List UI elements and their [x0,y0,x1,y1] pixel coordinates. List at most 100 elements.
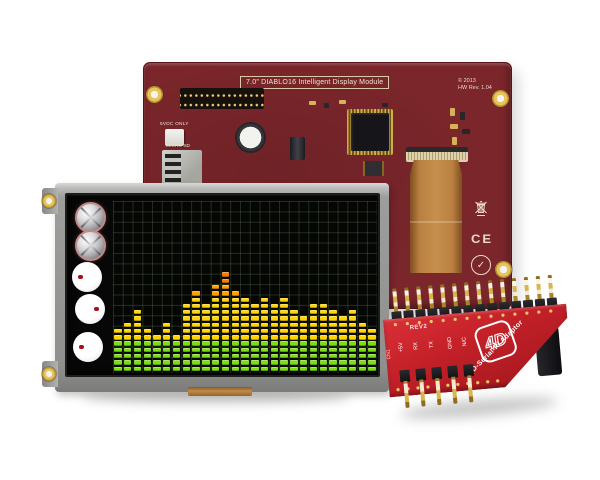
microsd-slot [162,150,202,188]
spectrum-segment [329,347,337,353]
spectrum-segment [123,335,132,340]
spectrum-segment [319,360,327,365]
spectrum-analyzer [113,201,377,373]
spectrum-segment [221,297,230,302]
spectrum-segment [221,278,230,284]
spectrum-segment [329,360,337,365]
spectrum-segment [280,335,288,340]
spectrum-segment [212,316,220,321]
spectrum-segment [182,354,191,359]
spectrum-segment [192,360,200,365]
spectrum-bar [231,289,239,371]
spectrum-segment [348,316,357,321]
lcd-flex-tab [188,387,252,396]
spectrum-segment [251,366,259,371]
spectrum-segment [319,303,327,309]
spectrum-segment [221,341,230,346]
spectrum-segment [348,354,357,359]
spectrum-segment [329,366,337,371]
spectrum-bar [163,321,171,371]
spectrum-segment [153,341,161,346]
spectrum-segment [114,328,122,334]
spectrum-segment [280,310,288,315]
spectrum-segment [212,291,220,296]
spectrum-segment [114,360,122,365]
spectrum-segment [280,328,288,334]
spectrum-segment [192,322,200,328]
spectrum-segment [202,360,210,365]
spectrum-segment [231,322,239,328]
spectrum-segment [192,347,200,353]
spectrum-segment [251,341,259,346]
spectrum-segment [133,316,142,321]
spectrum-segment [221,366,230,371]
spectrum-segment [153,366,161,371]
spectrum-segment [329,328,337,334]
spectrum-segment [251,316,259,321]
spectrum-segment [192,341,200,346]
spectrum-segment [143,366,151,371]
spectrum-segment [221,316,230,321]
mounting-hole [146,86,163,103]
revision-label: REV2 [409,323,428,332]
mounting-hole [42,194,56,208]
spectrum-segment [319,366,327,371]
spectrum-segment [270,360,279,365]
spectrum-segment [172,341,181,346]
smd-component [324,103,329,108]
spectrum-segment [133,335,142,340]
spectrum-segment [172,347,181,353]
spectrum-segment [163,360,171,365]
mounting-hole [492,90,509,107]
spectrum-segment [270,322,279,328]
spectrum-segment [123,366,132,371]
spectrum-segment [358,354,367,359]
pcb-title-silkscreen: 7.0" DIABLO16 Intelligent Display Module [240,76,390,89]
spectrum-segment [280,297,288,302]
smd-component [450,108,455,116]
spectrum-segment [212,366,220,371]
spectrum-segment [290,322,298,328]
spectrum-segment [241,328,249,334]
spectrum-segment [280,354,288,359]
spectrum-segment [212,297,220,302]
spectrum-segment [163,354,171,359]
pin-label: TX [428,340,436,349]
spectrum-segment [251,347,259,353]
spectrum-segment [172,360,181,365]
smd-component [462,129,470,134]
spectrum-segment [123,322,132,328]
spectrum-segment [251,310,259,315]
spectrum-segment [270,354,279,359]
spectrum-segment [319,328,327,334]
spectrum-bar [192,289,200,371]
spectrum-segment [212,354,220,359]
spectrum-segment [133,328,142,334]
smd-component [309,101,316,105]
spectrum-segment [241,303,249,309]
mounting-tab [42,188,58,214]
spectrum-segment [133,360,142,365]
spectrum-segment [221,360,230,365]
spectrum-segment [212,360,220,365]
spectrum-segment [280,347,288,353]
spectrum-segment [319,322,327,328]
spectrum-segment [290,328,298,334]
spectrum-segment [280,341,288,346]
spectrum-segment [319,316,327,321]
spectrum-segment [123,360,132,365]
spectrum-segment [329,322,337,328]
spectrum-segment [221,322,230,328]
spectrum-segment [309,328,318,334]
spectrum-segment [270,366,279,371]
spectrum-segment [153,360,161,365]
spectrum-segment [221,347,230,353]
diablo16-processor-chip [347,109,393,155]
spectrum-segment [309,341,318,346]
button-indicator-dot [78,274,83,280]
spectrum-bar [251,302,259,371]
spectrum-bar [182,302,191,371]
spectrum-segment [221,272,230,277]
spectrum-segment [212,335,220,340]
